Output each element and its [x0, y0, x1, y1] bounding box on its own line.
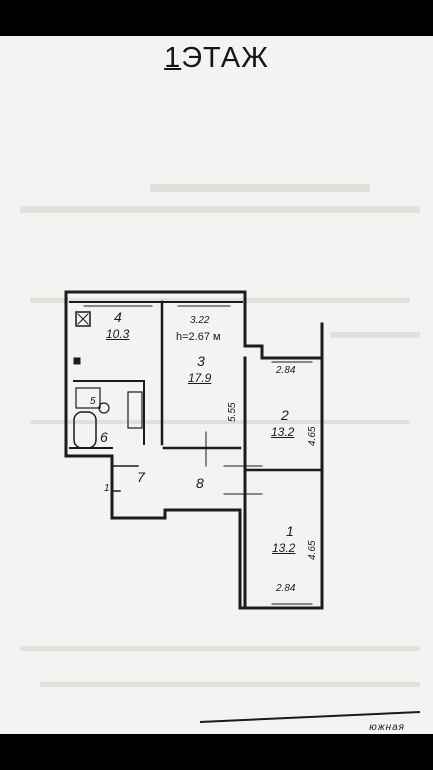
room-3-number: 3: [197, 353, 205, 369]
room-7-number: 7: [137, 469, 145, 485]
room-1-area: 13.2: [272, 541, 296, 555]
room-3-width: 3.22: [190, 315, 210, 326]
window-room-3: [177, 301, 231, 307]
shaft: [127, 391, 143, 429]
floor-number: 1: [164, 42, 182, 74]
room-3-length: 5.55: [227, 402, 238, 422]
room-1-length: 4.65: [307, 540, 318, 560]
room-3-area: 17.9: [188, 371, 212, 385]
room-6-number: 6: [100, 429, 108, 445]
room-5-number: 5: [90, 396, 96, 407]
room-2-number: 2: [281, 407, 289, 423]
room-4-area: 10.3: [106, 327, 130, 341]
bottom-edge-line: [199, 711, 421, 723]
window-room-4: [83, 301, 153, 307]
bathtub: [73, 411, 97, 449]
window-room-2: [271, 357, 313, 363]
window-room-1: [271, 603, 313, 609]
entrance-label: 1: [104, 483, 110, 494]
room-2-area: 13.2: [271, 425, 295, 439]
sink-mark: [73, 357, 81, 365]
washbasin: [75, 387, 101, 409]
room-3-height: h=2.67 м: [176, 331, 221, 343]
room-1-number: 1: [286, 523, 294, 539]
floor-title: 1ЭТАЖ: [0, 42, 433, 75]
stove: [75, 311, 91, 327]
toilet: [98, 402, 110, 414]
room-1-width: 2.84: [276, 583, 296, 594]
stove-burners: [77, 313, 89, 325]
wall-room-4-bath: [73, 380, 145, 445]
room-8-number: 8: [196, 475, 204, 491]
floor-plan-drawing: [64, 290, 421, 723]
outer-wall-top: [64, 290, 324, 360]
room-2-width: 2.84: [276, 365, 296, 376]
room-2-length: 4.65: [307, 426, 318, 446]
bottom-note: южная: [369, 722, 405, 733]
room-4-number: 4: [114, 309, 122, 325]
plan-sheet: 1ЭТАЖ: [0, 36, 433, 734]
floor-title-text: ЭТАЖ: [181, 42, 269, 74]
